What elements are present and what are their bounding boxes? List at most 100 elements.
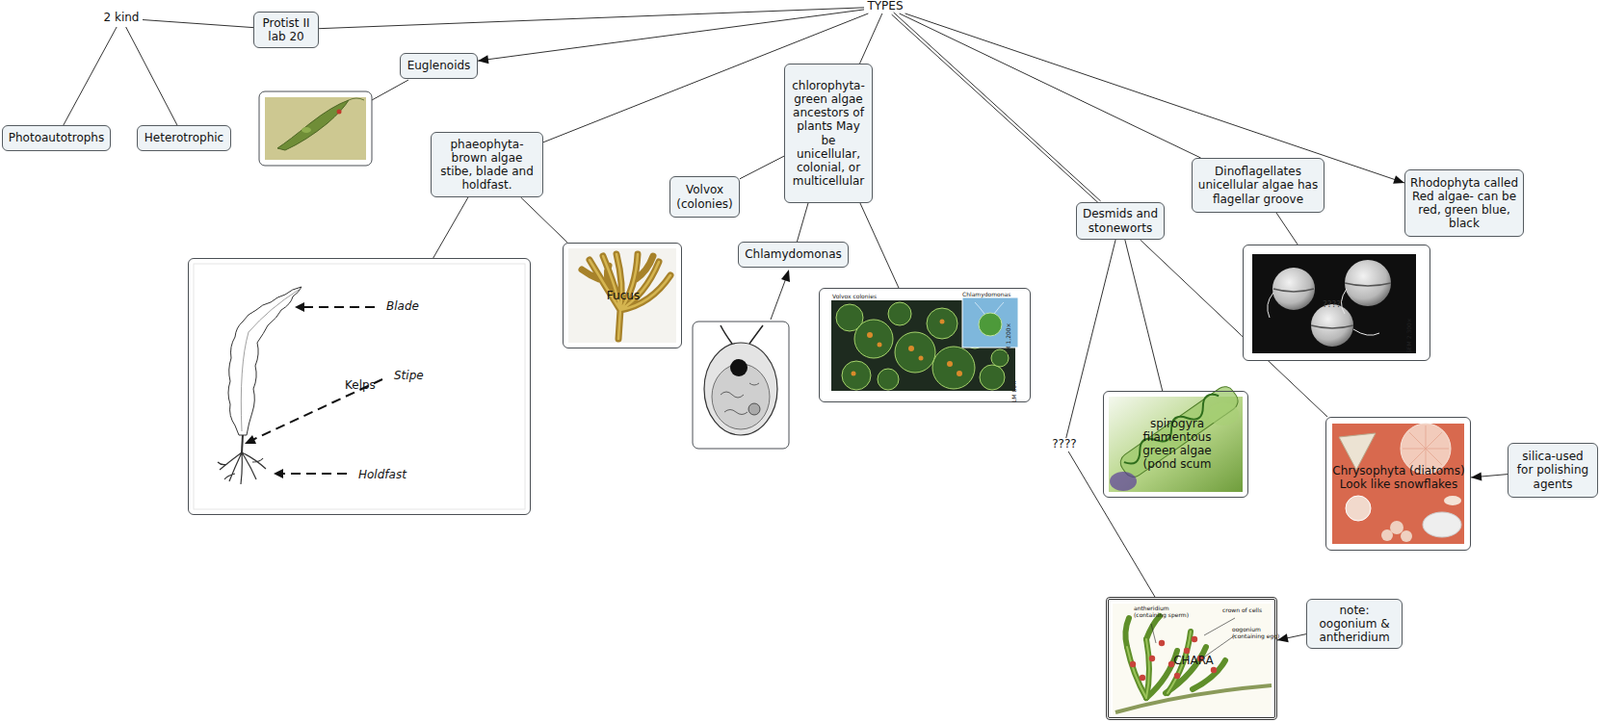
- image-caption: spirogyra filamentous green algae (pond …: [1138, 417, 1216, 472]
- arrow-head: [477, 54, 489, 64]
- dinoflagellate-photo-part: [1344, 260, 1391, 307]
- kelp-illustration-part: [252, 379, 383, 441]
- volvox-photo-part: [979, 365, 1005, 391]
- chara-photo-part: [1127, 647, 1147, 699]
- chara-photo: [1108, 600, 1275, 718]
- dinoflagellate-photo-part: [1272, 267, 1315, 311]
- connector-line: [860, 13, 883, 64]
- euglena-photo-part: [259, 91, 372, 166]
- node-text: Photoautotrophs: [8, 131, 105, 145]
- euglena-photo-part: [371, 79, 409, 101]
- volvox-photo-part: [932, 346, 975, 390]
- kelp-illustration-part: [188, 259, 530, 515]
- image-panel: Chrysophyta (diatoms) Look like snowflak…: [1325, 417, 1471, 551]
- chara-photo-part: [1146, 639, 1150, 699]
- connector-line: [318, 7, 865, 29]
- volvox-photo-part: [877, 368, 899, 391]
- arrow-head: [1470, 472, 1482, 481]
- chara-photo-part: [1204, 618, 1235, 636]
- connector-line: [126, 26, 178, 126]
- arrow-connector: [1277, 633, 1307, 643]
- chara-photo-part: [1183, 648, 1190, 655]
- volvox-photo-part: [819, 288, 1030, 402]
- connector: [860, 13, 883, 64]
- node-text: ????: [1051, 438, 1076, 451]
- volvox-photo-part: [926, 308, 958, 340]
- image-caption: SEM 2,300×: [1405, 317, 1413, 354]
- volvox-photo-part: [877, 342, 883, 348]
- chara-photo-part: [1151, 624, 1156, 644]
- dinoflagellate-photo-part: [1311, 304, 1354, 347]
- connector: [63, 26, 117, 126]
- chlamydomonas-drawing-part: [704, 342, 778, 436]
- connector: [433, 197, 469, 259]
- connector-line: [893, 12, 1102, 202]
- chlamydomonas-drawing-part: [720, 325, 763, 344]
- chlamydomonas-drawing-part: [770, 278, 787, 320]
- arrow-connector: [1470, 472, 1508, 481]
- chara-photo-part: [1146, 639, 1150, 699]
- node-text: TYPES: [866, 0, 903, 13]
- kelp-illustration-part: [281, 472, 347, 475]
- kelp-illustration-part: [193, 263, 525, 510]
- node-text: silica-used for polishing agents: [1514, 449, 1592, 491]
- volvox-photo: [819, 288, 1030, 402]
- connector-line: [142, 20, 254, 28]
- image-caption: LM 1,200×: [1004, 322, 1012, 355]
- euglena-photo: [259, 79, 409, 166]
- concept-box: note: oogonium & antheridium: [1306, 599, 1403, 650]
- image-caption: Stipe: [393, 368, 424, 383]
- image-panel: ????SEM 2,300×: [1242, 244, 1431, 362]
- kelp-illustration-part: [217, 452, 266, 485]
- volvox-photo-part: [940, 319, 945, 325]
- chara-photo-part: [1125, 616, 1226, 699]
- node-text: 2 kind: [104, 11, 140, 25]
- image-panel: Fucus: [562, 242, 682, 349]
- euglena-photo-part: [264, 97, 367, 160]
- image-caption: Holdfast: [358, 468, 407, 482]
- spirogyra-photo-part: [1109, 472, 1137, 492]
- volvox-photo-part: [918, 356, 924, 362]
- concept-box: Rhodophyta called Red algae- can be red,…: [1404, 169, 1524, 237]
- connector: [1125, 239, 1163, 392]
- connector: [796, 203, 809, 242]
- chlamydomonas-drawing: [692, 269, 790, 449]
- kelp-illustration-part: [240, 289, 299, 432]
- image-panel: Volvox coloniesChlamydomonasLM 1,200×LM …: [818, 288, 1031, 403]
- concept-box: Photoautotrophs: [1, 125, 111, 152]
- connector-line: [905, 13, 1405, 184]
- diatom-photo: [1326, 418, 1470, 551]
- chara-photo-part: [1125, 618, 1129, 648]
- chara-photo-part: [1112, 603, 1272, 716]
- dinoflagellate-photo: [1243, 245, 1430, 361]
- euglena-photo-part: [337, 109, 342, 115]
- spirogyra-photo-part: [1103, 392, 1248, 498]
- connector: [891, 12, 1102, 204]
- concept-label: 2 kind: [100, 9, 143, 27]
- connector: [899, 13, 1202, 158]
- image-caption: oogonium (containing egg): [1232, 626, 1290, 640]
- spirogyra-photo: [1103, 382, 1248, 498]
- image-panel: spirogyra filamentous green algae (pond …: [1102, 391, 1249, 499]
- diatom-photo-part: [1409, 432, 1443, 466]
- connector: [860, 203, 899, 289]
- chara-photo-part: [1191, 636, 1198, 643]
- node-text: note: oogonium & antheridium: [1311, 603, 1398, 645]
- euglena-photo-part: [277, 100, 349, 151]
- node-text: phaeophyta- brown algae stibe, blade and…: [435, 137, 539, 192]
- image-caption: Chlamydomonas: [962, 290, 1011, 298]
- concept-label: ????: [1049, 438, 1080, 452]
- volvox-photo-part: [978, 313, 1002, 337]
- concept-box: Protist II lab 20: [253, 11, 319, 49]
- euglena-photo-part: [348, 98, 365, 101]
- volvox-photo-part: [908, 345, 915, 352]
- connector: [318, 7, 865, 29]
- node-text: Euglenoids: [407, 58, 472, 73]
- concept-box: Volvox (colonies): [669, 176, 740, 218]
- connector: [142, 20, 254, 28]
- spirogyra-photo-part: [1108, 396, 1243, 493]
- connector: [126, 26, 178, 126]
- spirogyra-photo-part: [1207, 402, 1239, 426]
- volvox-photo-part: [866, 332, 873, 339]
- chlamydomonas-drawing-part: [692, 321, 789, 449]
